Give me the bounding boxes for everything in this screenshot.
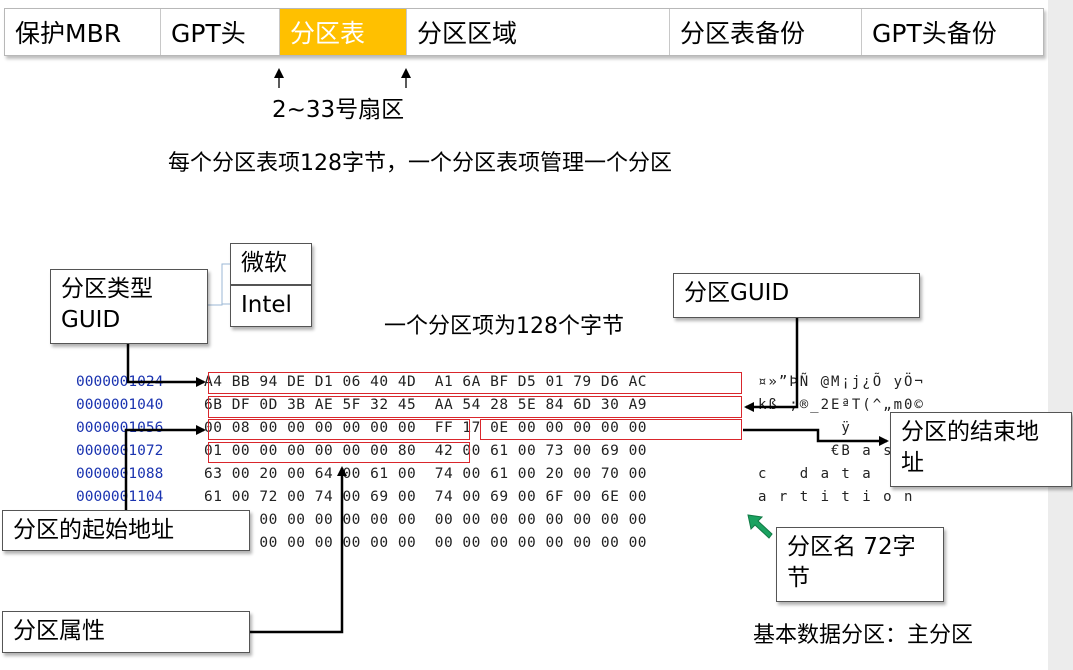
hex-bytes: 00 08 00 00 00 00 00 00 FF 17 0E 00 00 0…	[204, 420, 648, 436]
hex-offset: 0000001072	[76, 443, 164, 459]
segment-gpt-header: GPT头	[161, 9, 280, 55]
hex-bytes: 61 00 72 00 74 00 69 00 74 00 69 00 6F 0…	[204, 489, 648, 505]
callout-attributes: 分区属性	[2, 611, 250, 653]
entry-description: 每个分区表项128字节，一个分区表项管理一个分区	[168, 151, 672, 176]
callout-partition-guid: 分区GUID	[673, 273, 920, 318]
segment-partition-table: 分区表	[280, 9, 407, 55]
hex-row: 0000001072 01 00 00 00 00 00 00 80 42 00 …	[76, 440, 647, 463]
right-scroll-strip	[1048, 0, 1073, 670]
hex-offset: 0000001104	[76, 489, 164, 505]
segment-partition-table-backup: 分区表备份	[670, 9, 862, 55]
callout-start-address: 分区的起始地址	[2, 510, 250, 551]
hex-bytes: 63 00 20 00 64 00 61 00 74 00 61 00 20 0…	[204, 466, 648, 482]
hex-ascii-panel: ¤»”ÞÑ @M¡j¿Õ yÖ¬ kß ;®_2EªT(^„m0© ÿ €B a…	[752, 369, 950, 519]
hex-row: 0000001088 63 00 20 00 64 00 61 00 74 00 …	[76, 463, 647, 486]
sector-range-label: 2~33号扇区	[272, 97, 405, 123]
end-lba-box	[480, 419, 742, 440]
callout-intel: Intel	[230, 285, 312, 327]
segment-protective-mbr: 保护MBR	[5, 9, 161, 55]
type-guid-box	[208, 372, 742, 394]
callout-partition-name: 分区名 72字节	[776, 527, 944, 602]
attributes-box	[208, 442, 470, 463]
entry-size-label: 一个分区项为128个字节	[384, 314, 624, 339]
callout-type-guid: 分区类型GUID	[50, 269, 208, 344]
hex-bytes: 01 00 00 00 00 00 00 80 42 00 61 00 73 0…	[204, 443, 648, 459]
hex-offset: 0000001088	[76, 466, 164, 482]
ascii-row: ÿ	[758, 420, 852, 436]
gpt-layout-bar: 保护MBR GPT头 分区表 分区区域 分区表备份 GPT头备份	[4, 8, 1044, 56]
segment-gpt-header-backup: GPT头备份	[872, 19, 997, 48]
segment-partition-area: 分区区域	[407, 9, 670, 55]
callout-end-address: 分区的结束地址	[890, 412, 1072, 487]
ascii-row: kß ;®_2EªT(^„m0©	[758, 397, 925, 413]
hex-offset: 0000001024	[76, 374, 164, 390]
bottom-note: 基本数据分区：主分区	[753, 623, 974, 648]
start-lba-box	[208, 419, 470, 440]
callout-microsoft: 微软	[230, 243, 312, 285]
hex-offset: 0000001056	[76, 420, 164, 436]
ascii-row: ¤»”ÞÑ @M¡j¿Õ yÖ¬	[758, 374, 925, 390]
hex-row: 0000001056 00 08 00 00 00 00 00 00 FF 17 …	[76, 417, 647, 440]
hex-offset: 0000001040	[76, 397, 164, 413]
ascii-row: a r t i t i o n	[758, 489, 915, 505]
partition-guid-box	[208, 396, 742, 418]
hex-row: 0000001104 61 00 72 00 74 00 69 00 74 00 …	[76, 486, 647, 509]
